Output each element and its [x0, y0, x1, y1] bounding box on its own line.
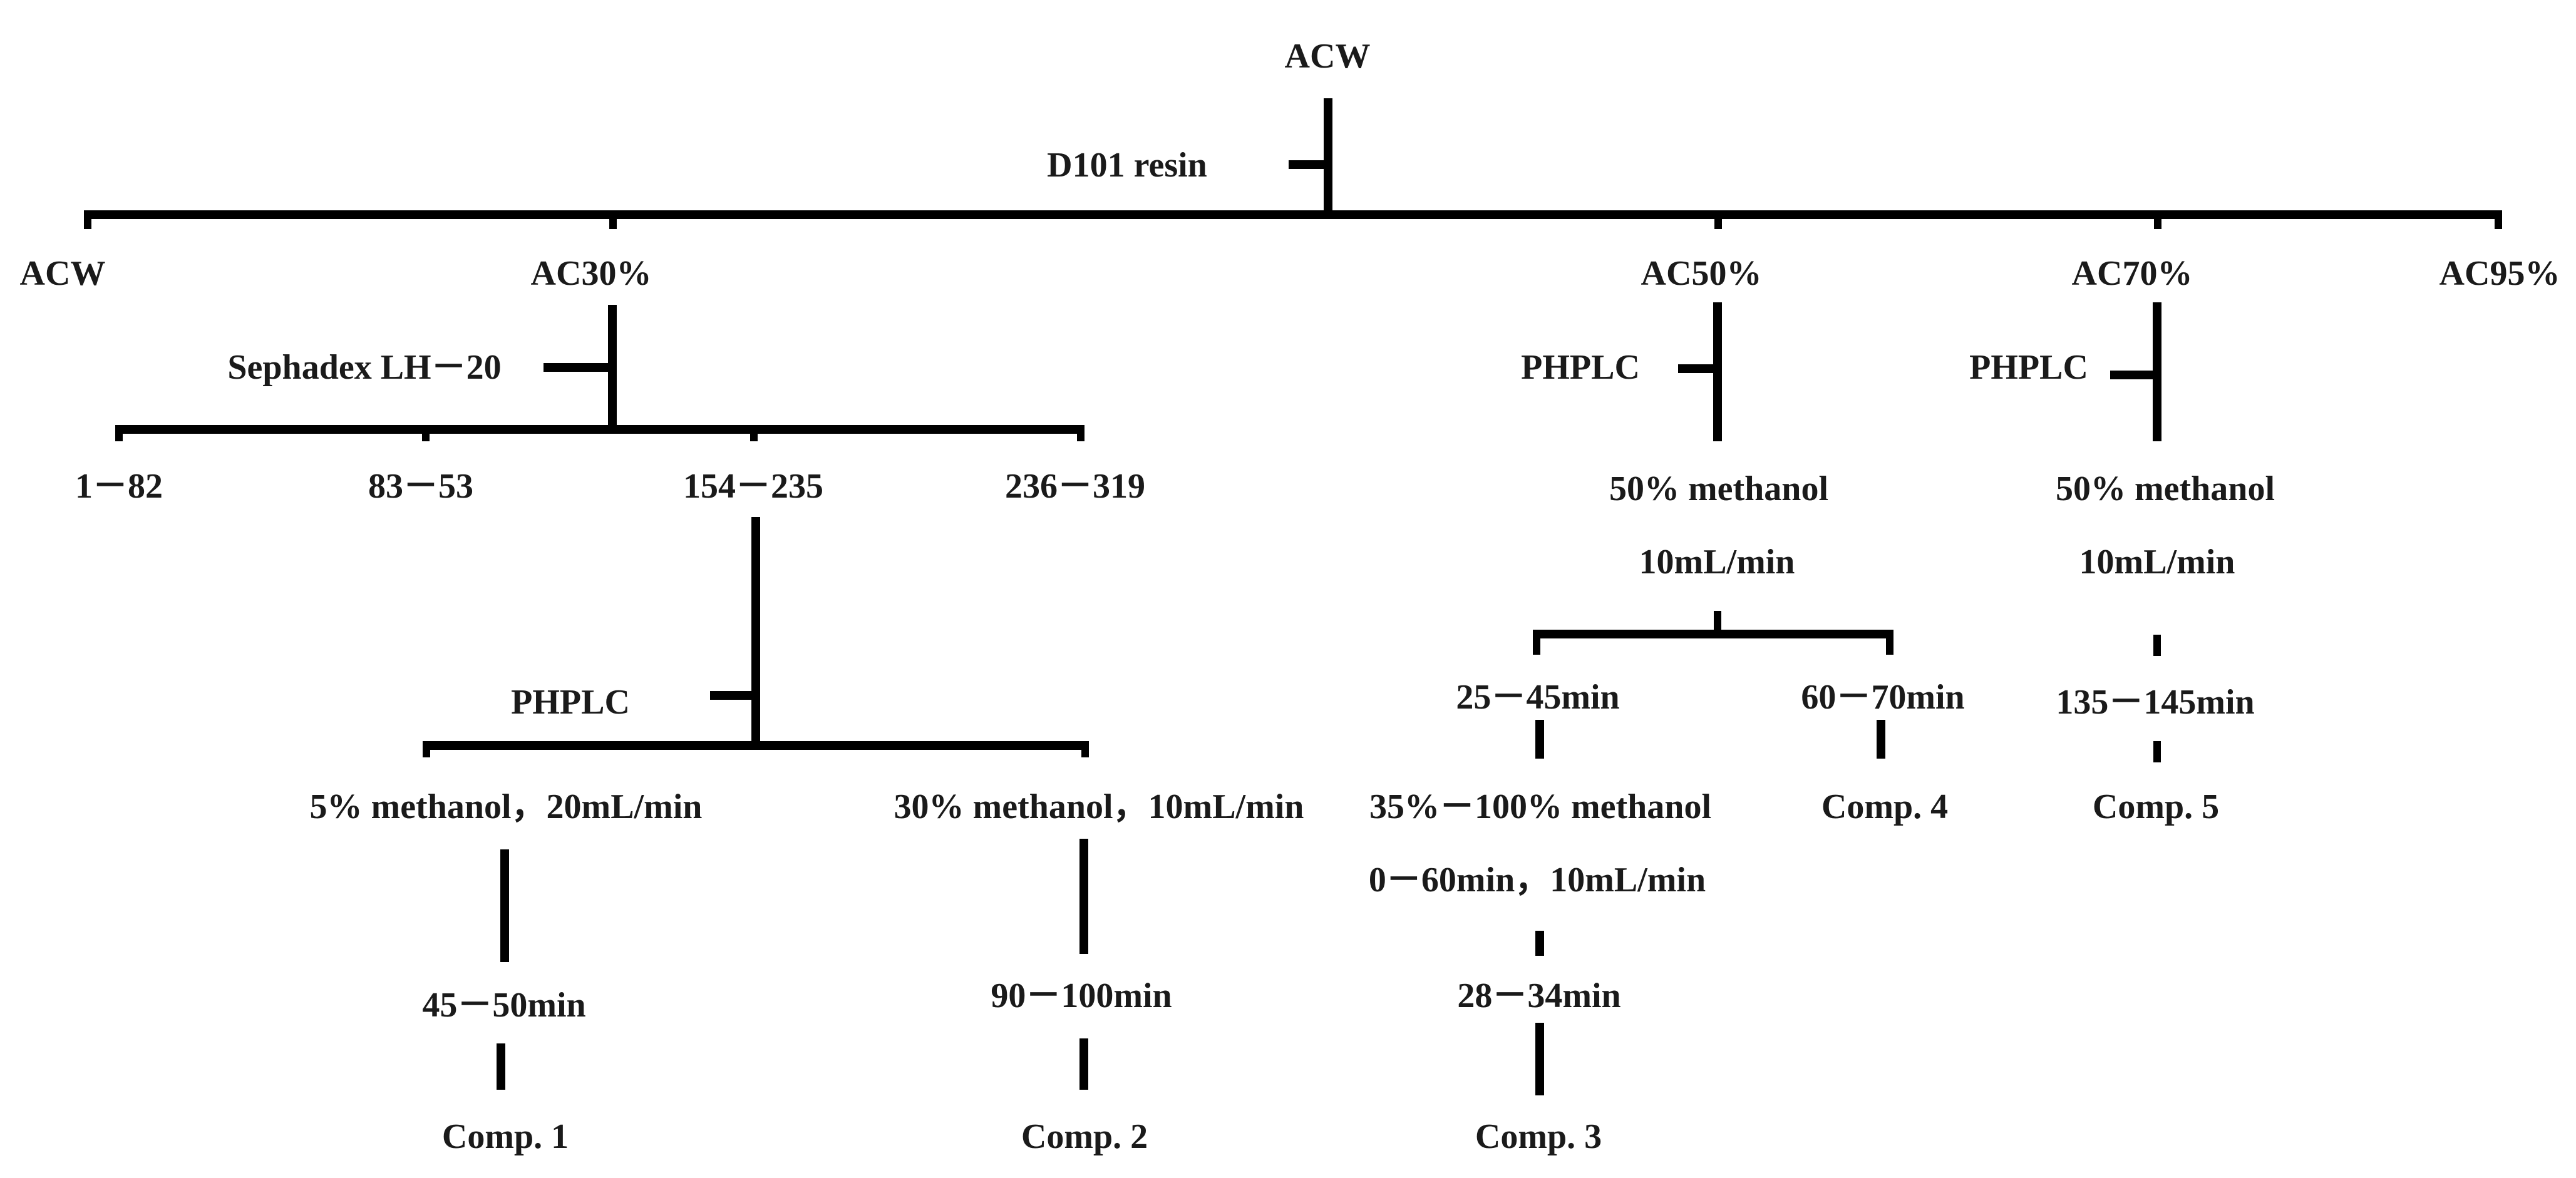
fraction-ac50: AC50% [1641, 254, 1762, 293]
stem-135-145-down [2153, 741, 2161, 762]
fraction-acw: ACW [19, 254, 106, 293]
main-bar [84, 210, 2502, 219]
comp2-stem-lower [1079, 1038, 1088, 1090]
comp2-stem-upper [1079, 839, 1088, 954]
stem-comp3 [1535, 1023, 1544, 1095]
tick-sub3 [750, 425, 758, 441]
sephadex-label: Sephadex LH－20 [227, 348, 502, 387]
ac50-condition-1: 50% methanol [1609, 469, 1828, 508]
fraction-ac30: AC30% [530, 254, 652, 293]
ac50-condition-2: 10mL/min [1639, 543, 1795, 581]
time-25-45: 25－45min [1456, 678, 1620, 717]
tick-ac30 [609, 213, 617, 229]
phplc-tick-ac30 [710, 691, 755, 700]
time-right: 90－100min [991, 976, 1172, 1015]
ac50-bar [1533, 630, 1893, 638]
comp1-stem-lower [497, 1043, 505, 1090]
stem-60-70-down [1877, 720, 1885, 759]
tick-ac50 [1714, 213, 1722, 229]
fraction-ac70: AC70% [2071, 254, 2193, 293]
resin-label: D101 resin [1047, 146, 1207, 185]
ac30-stem [608, 305, 617, 429]
tick-acw [84, 213, 91, 229]
ac50-stem [1713, 302, 1722, 441]
resin-tick [1289, 160, 1327, 169]
sub3-stem [751, 517, 760, 745]
phplc-tick-ac50 [1678, 364, 1717, 373]
ac30-bar [115, 425, 1084, 434]
compound-3: Comp. 3 [1475, 1117, 1602, 1156]
compound-2: Comp. 2 [1021, 1117, 1148, 1156]
ac70-condition-1: 50% methanol [2056, 469, 2275, 508]
subfraction-3: 154－235 [683, 467, 823, 506]
root-label: ACW [1284, 37, 1371, 76]
tick-cond-left [423, 741, 430, 757]
compound-5: Comp. 5 [2092, 787, 2220, 826]
phplc-tick-ac70 [2110, 371, 2158, 379]
ac70-condition-2: 10mL/min [2079, 543, 2235, 581]
compound-4: Comp. 4 [1821, 787, 1949, 826]
phplc-label-ac70: PHPLC [1969, 348, 2088, 387]
subfraction-1: 1－82 [75, 467, 163, 506]
ac70-mid-stem [2153, 635, 2161, 656]
tick-sub4 [1077, 425, 1084, 441]
time-28-34: 28－34min [1457, 976, 1621, 1015]
subfraction-2: 83－53 [368, 467, 473, 506]
gradient-condition-2: 0－60min，10mL/min [1368, 861, 1706, 899]
gradient-condition-1: 35%－100% methanol [1369, 787, 1711, 826]
sephadex-tick [544, 363, 612, 372]
phplc-label-ac50: PHPLC [1521, 348, 1640, 387]
condition-left: 5% methanol，20mL/min [309, 787, 703, 826]
time-135-145: 135－145min [2056, 683, 2255, 722]
tick-ac70 [2154, 213, 2161, 229]
tick-60-70 [1886, 630, 1893, 655]
root-stem [1324, 98, 1332, 215]
ac50-mid-stem [1714, 611, 1721, 635]
phplc-label-ac30: PHPLC [511, 683, 630, 722]
tick-ac95 [2495, 213, 2502, 229]
subfraction-4: 236－319 [1005, 467, 1145, 506]
phplc-bar-ac30 [423, 741, 1089, 750]
tick-25-45 [1533, 630, 1540, 655]
tick-sub2 [422, 425, 430, 441]
time-60-70: 60－70min [1801, 678, 1965, 717]
compound-1: Comp. 1 [441, 1117, 569, 1156]
comp1-stem-upper [500, 849, 509, 962]
stem-gradient-down [1535, 931, 1544, 956]
stem-25-45-down [1535, 720, 1544, 759]
fraction-ac95: AC95% [2439, 254, 2560, 293]
time-left: 45－50min [422, 986, 586, 1025]
condition-right: 30% methanol，10mL/min [894, 787, 1304, 826]
tick-sub1 [115, 425, 123, 441]
tick-cond-right [1081, 741, 1089, 757]
